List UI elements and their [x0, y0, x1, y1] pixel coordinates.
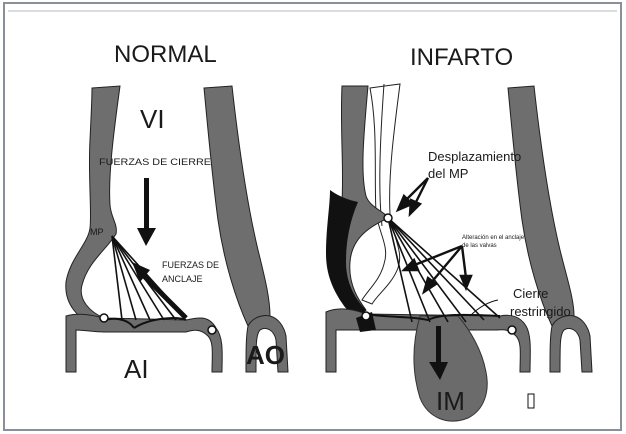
- restricted-closure-label-line1: Cierre: [513, 286, 548, 301]
- papillary-muscle-displaced: [384, 214, 392, 222]
- infarct-hinge-right: [508, 326, 516, 334]
- displacement-label-line2: del MP: [428, 166, 468, 181]
- anchoring-forces-label-line2: ANCLAJE: [162, 274, 203, 284]
- mitral-regurgitation-label: IM: [436, 386, 465, 416]
- normal-hinge-right: [208, 326, 216, 334]
- restricted-closure-label-line2: restringido: [510, 304, 571, 319]
- aorta-label: AO: [246, 340, 285, 370]
- infarct-hinge-left: [362, 312, 370, 320]
- anchoring-alteration-label-line2: de las valvas: [462, 243, 497, 249]
- infarct-valve-marker: [528, 394, 534, 408]
- anchoring-forces-label-line1: FUERZAS DE: [162, 260, 219, 270]
- normal-hinge-left: [100, 314, 108, 322]
- infarct-title: INFARTO: [410, 44, 513, 71]
- closing-forces-label: FUERZAS DE CIERRE: [99, 157, 211, 167]
- left-atrium-label: AI: [124, 354, 149, 384]
- anchoring-alteration-label-line1: Alteración en el anclaje: [462, 235, 525, 241]
- left-ventricle-label: VI: [140, 104, 165, 134]
- displacement-label-line1: Desplazamiento: [428, 149, 521, 164]
- normal-title: NORMAL: [114, 41, 217, 68]
- papillary-muscle-label: MP: [90, 227, 104, 237]
